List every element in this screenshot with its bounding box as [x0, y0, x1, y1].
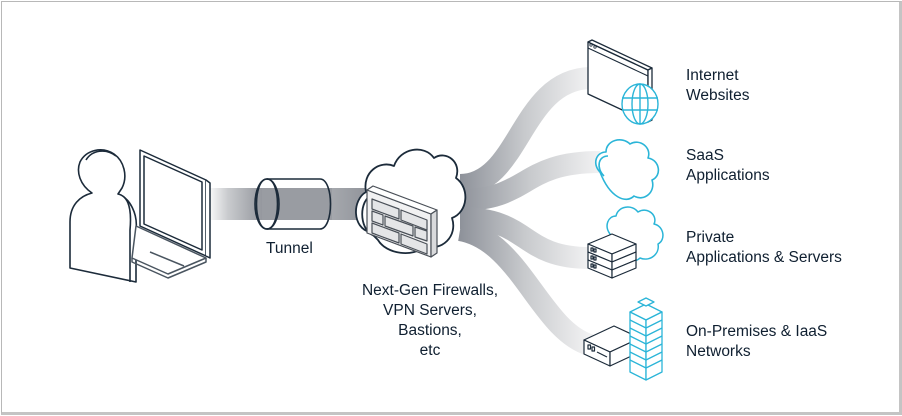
- firewall-icon: [366, 185, 438, 258]
- flow-branch-private: [459, 207, 591, 269]
- flow-branch-internet: [458, 67, 592, 196]
- gateway-label-line: Next-Gen Firewalls,: [361, 282, 499, 299]
- destination-label-line: Applications: [686, 167, 770, 184]
- destination-label-line: Networks: [686, 343, 751, 360]
- gateway-label: Next-Gen Firewalls, VPN Servers, Bastion…: [345, 281, 515, 361]
- destination-label-line: On-Premises & IaaS: [686, 323, 828, 340]
- destination-label-onprem: On-Premises & IaaS Networks: [686, 322, 827, 362]
- gateway-label-line: etc: [419, 342, 441, 359]
- gateway-label-line: Bastions,: [398, 322, 462, 339]
- flow-branch-saas: [459, 151, 601, 211]
- destination-label-line: Applications & Servers: [686, 249, 842, 266]
- user-icon: [69, 149, 138, 283]
- tunnel-icon: [254, 178, 332, 230]
- browser-globe-icon: [587, 39, 659, 125]
- destination-label-line: Internet: [686, 67, 739, 84]
- destination-label-line: Private: [686, 229, 735, 246]
- destination-label-saas: SaaS Applications: [686, 146, 770, 186]
- gateway-label-line: VPN Servers,: [383, 302, 477, 319]
- flow-branches: [457, 67, 601, 356]
- tunnel-flow-inside: [262, 188, 332, 220]
- destination-label-private: Private Applications & Servers: [686, 228, 842, 268]
- server-building-icon: [583, 297, 663, 381]
- tunnel-label: Tunnel: [266, 240, 313, 257]
- destination-label-line: SaaS: [686, 147, 724, 164]
- cloud-icon: [594, 139, 660, 201]
- laptop-icon: [131, 149, 211, 279]
- flow-branch-onprem: [457, 219, 595, 356]
- server-stack-cloud-icon: [587, 206, 664, 279]
- destination-label-line: Websites: [686, 87, 750, 104]
- destination-label-internet: Internet Websites: [686, 66, 749, 106]
